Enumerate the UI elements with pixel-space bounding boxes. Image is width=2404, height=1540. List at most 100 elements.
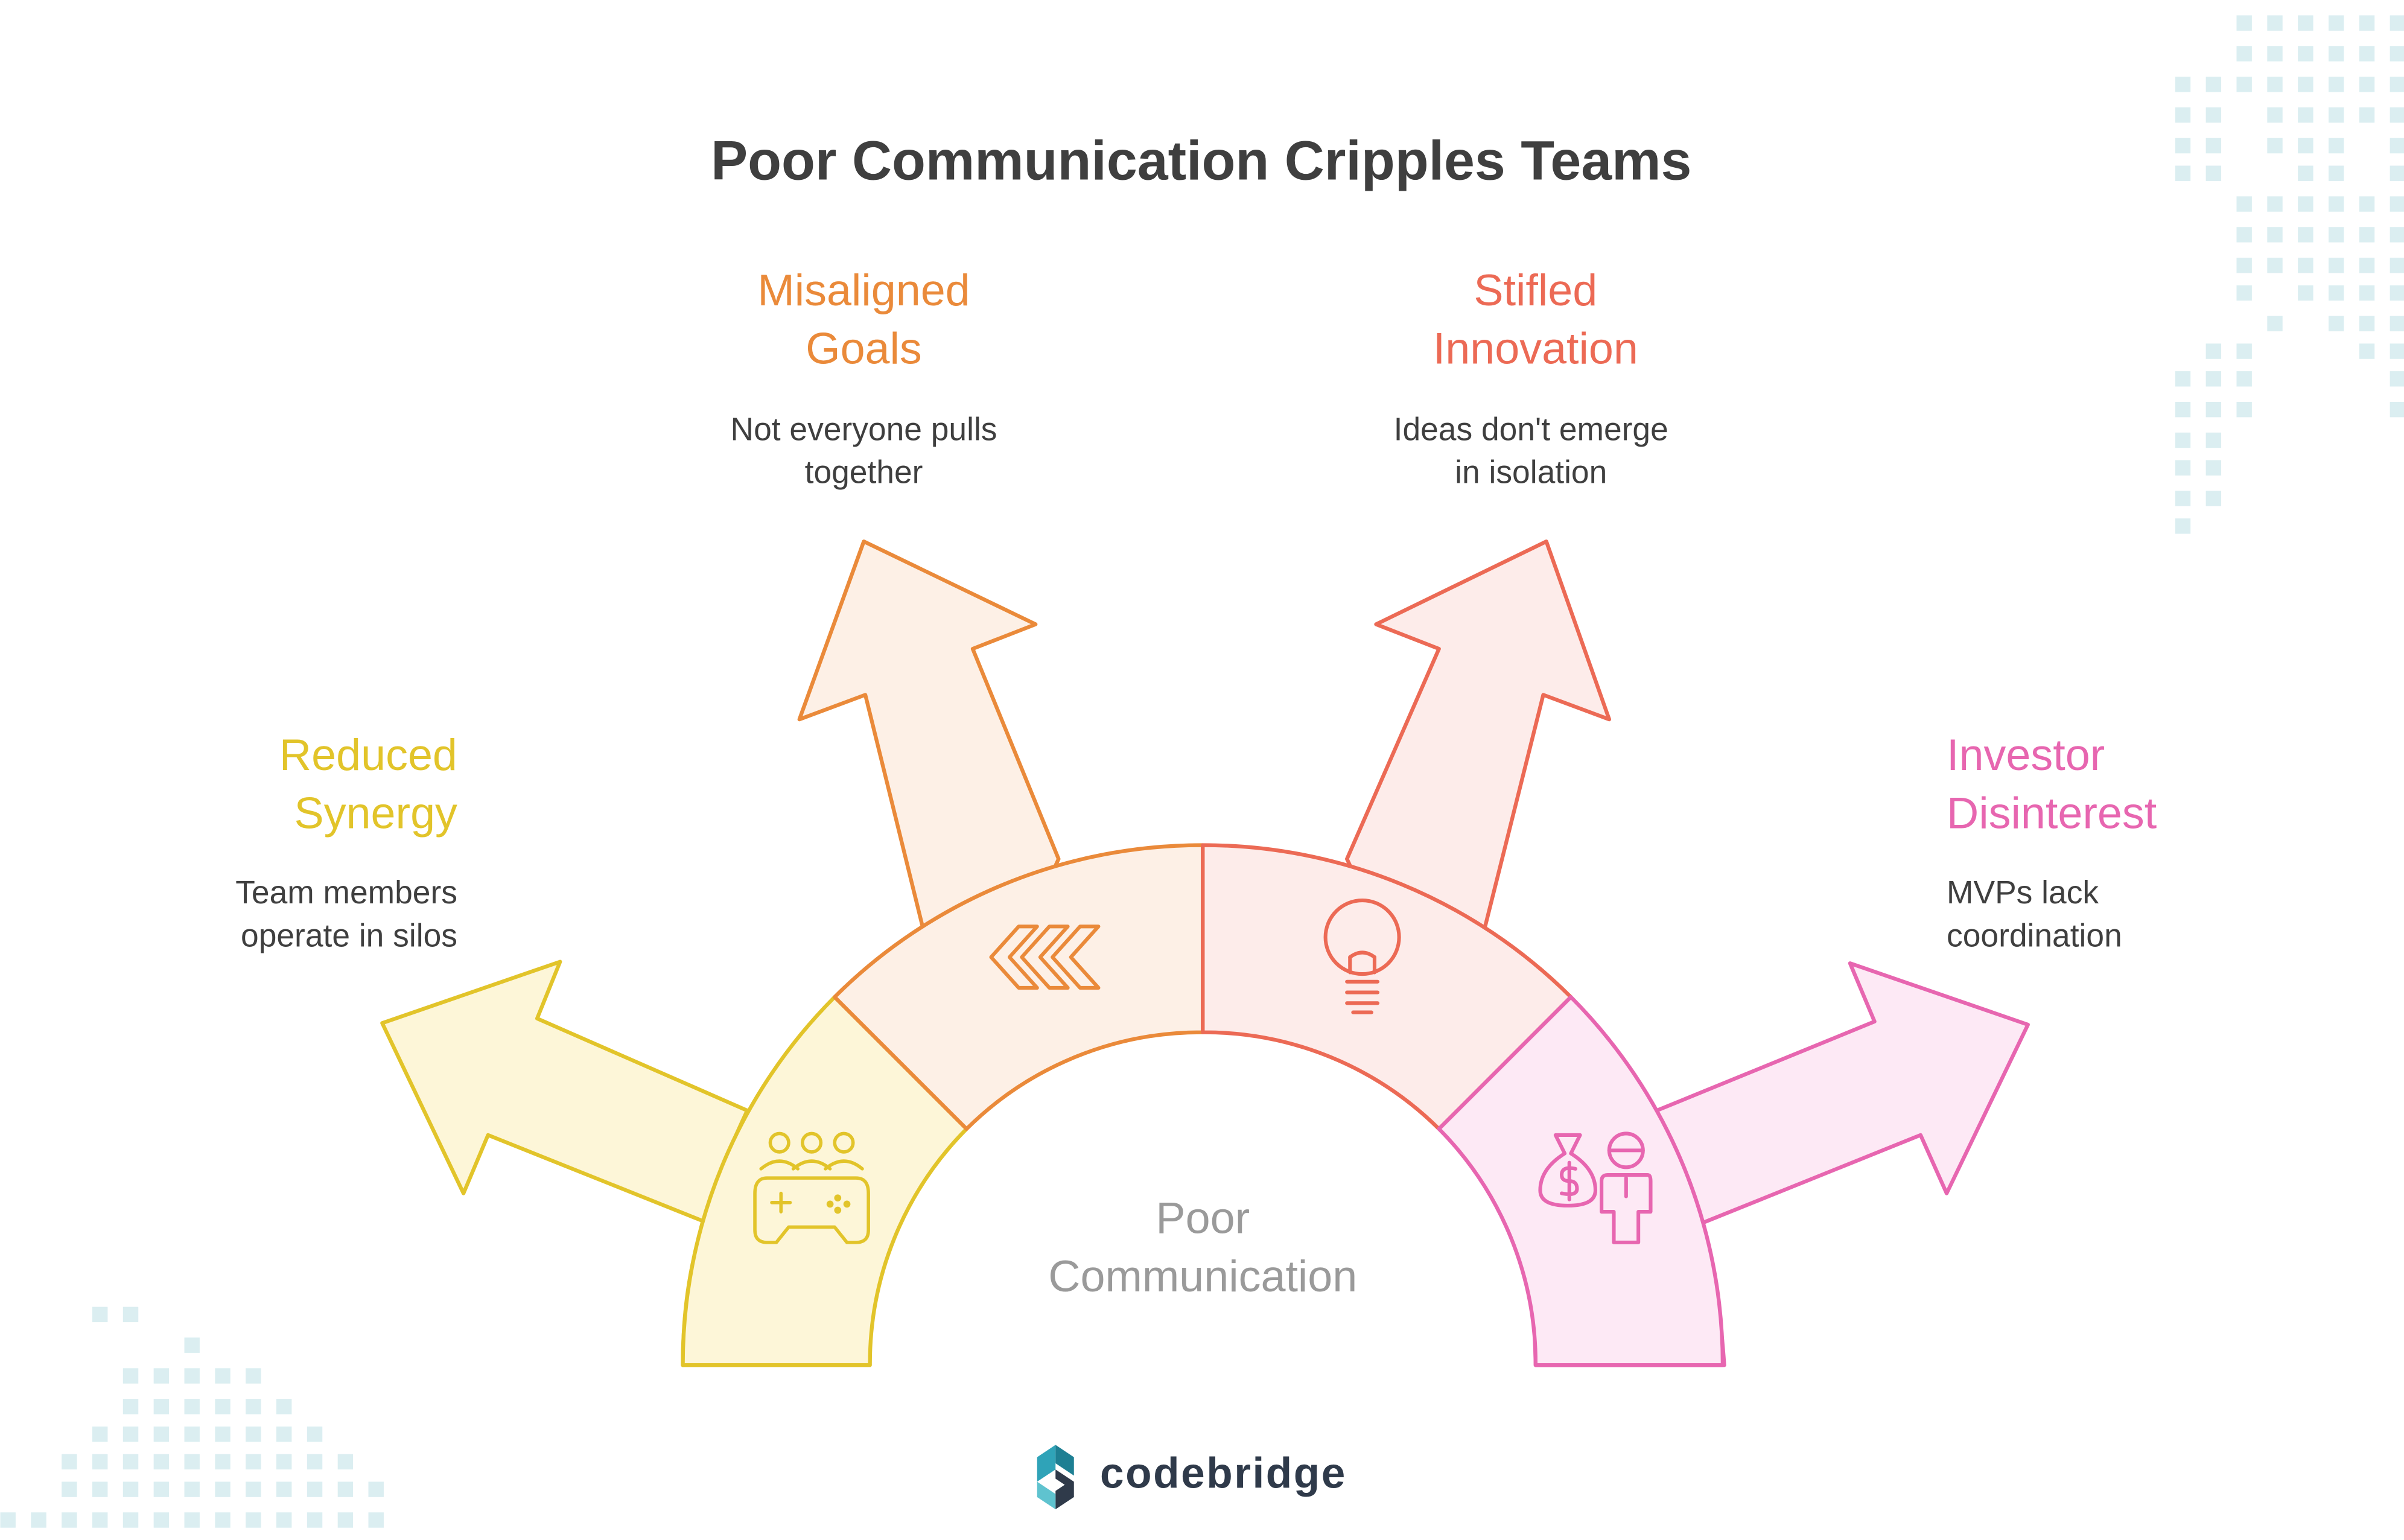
decorative-dot bbox=[215, 1426, 231, 1442]
decorative-dot bbox=[246, 1399, 261, 1414]
decorative-dot bbox=[184, 1399, 200, 1414]
decorative-dot bbox=[2236, 46, 2252, 62]
decorative-dot bbox=[2267, 77, 2283, 92]
reduced-synergy-desc-line1: Team members bbox=[235, 875, 457, 911]
decorative-dot bbox=[246, 1426, 261, 1442]
decorative-dot bbox=[2298, 227, 2313, 243]
decorative-dot bbox=[2267, 196, 2283, 212]
decorative-dot bbox=[2359, 285, 2375, 301]
codebridge-logo: codebridge bbox=[1037, 1445, 1347, 1510]
lightbulb-icon bbox=[1323, 899, 1401, 1014]
decorative-dot bbox=[2390, 107, 2404, 123]
decorative-dot bbox=[2175, 138, 2191, 154]
decorative-dot bbox=[307, 1481, 323, 1497]
misaligned-goals-desc-line1: Not everyone pulls bbox=[731, 412, 997, 448]
decorative-dot bbox=[2328, 285, 2344, 301]
decorative-dot bbox=[62, 1512, 77, 1528]
reduced-synergy-title-line2: Synergy bbox=[294, 788, 458, 838]
decorative-dot bbox=[2267, 227, 2283, 243]
decorative-dot bbox=[2205, 138, 2222, 154]
decorative-dot bbox=[2205, 107, 2222, 123]
branch-misaligned-goals: Misaligned Goals Not everyone pulls toge… bbox=[731, 265, 1205, 1131]
decorative-dot bbox=[276, 1454, 292, 1470]
decorative-dot bbox=[2236, 227, 2252, 243]
decorative-dot bbox=[2328, 227, 2344, 243]
center-label-line1: Poor bbox=[1156, 1193, 1250, 1243]
decorative-dot bbox=[2328, 316, 2344, 332]
decorative-dot bbox=[2267, 107, 2283, 123]
decorative-dot bbox=[184, 1337, 200, 1353]
investor-disinterest-desc-line1: MVPs lack bbox=[1947, 875, 2099, 911]
decorative-dot bbox=[2236, 77, 2252, 92]
decorative-dot bbox=[2390, 196, 2404, 212]
misaligned-goals-title-line2: Goals bbox=[806, 323, 922, 373]
decorative-dot bbox=[2205, 460, 2222, 476]
decorative-dot bbox=[2328, 107, 2344, 123]
decorative-dot bbox=[2267, 258, 2283, 273]
decorative-dot bbox=[307, 1454, 323, 1470]
branch-stifled-innovation: Stifled Innovation Ideas don't emerge in… bbox=[1201, 265, 1668, 1131]
stifled-innovation-title-line2: Innovation bbox=[1433, 323, 1638, 373]
decorative-dot bbox=[2390, 46, 2404, 62]
decorative-dot bbox=[215, 1368, 231, 1384]
decorative-dot bbox=[2175, 77, 2191, 92]
decorative-dot bbox=[2328, 258, 2344, 273]
stifled-innovation-segment bbox=[1201, 843, 1573, 1131]
decorative-dot bbox=[2328, 196, 2344, 212]
decorative-dot bbox=[2390, 138, 2404, 154]
page-title: Poor Communication Cripples Teams bbox=[711, 130, 1691, 191]
decorative-dot bbox=[2175, 432, 2191, 448]
double-chevron-left-icon bbox=[989, 924, 1101, 990]
decorative-dot bbox=[2175, 460, 2191, 476]
decorative-dot bbox=[368, 1481, 384, 1497]
reduced-synergy-desc-line2: operate in silos bbox=[241, 918, 457, 953]
decorative-dot bbox=[2236, 401, 2252, 418]
decorative-dot bbox=[2175, 491, 2191, 506]
brand-name: codebridge bbox=[1100, 1450, 1347, 1498]
codebridge-logo-icon bbox=[1037, 1445, 1074, 1510]
decorative-dot bbox=[2359, 227, 2375, 243]
decorative-dot bbox=[2236, 15, 2252, 31]
decorative-dot bbox=[2175, 107, 2191, 123]
decorative-dot bbox=[184, 1512, 200, 1528]
decorative-dot bbox=[215, 1512, 231, 1528]
money-bag-investor-icon bbox=[1538, 1131, 1653, 1244]
stifled-innovation-desc-line1: Ideas don't emerge bbox=[1394, 412, 1668, 448]
decorative-dot bbox=[337, 1454, 354, 1470]
stifled-innovation-title-line1: Stifled bbox=[1474, 265, 1597, 315]
decorative-dot bbox=[2175, 518, 2191, 534]
decorative-dot bbox=[307, 1426, 323, 1442]
decorative-dot bbox=[122, 1481, 139, 1497]
decorative-dot bbox=[122, 1399, 139, 1414]
decorative-dot bbox=[2175, 371, 2191, 387]
decorative-dot bbox=[92, 1306, 108, 1323]
decorative-dot bbox=[2390, 343, 2404, 359]
investor-disinterest-title-line2: Disinterest bbox=[1947, 788, 2157, 838]
decorative-dot bbox=[2390, 165, 2404, 181]
decorative-dot bbox=[153, 1481, 170, 1497]
stifled-innovation-desc-line2: in isolation bbox=[1455, 455, 1607, 491]
decorative-dot bbox=[2236, 371, 2252, 387]
decorative-dot bbox=[184, 1454, 200, 1470]
decorative-dot bbox=[122, 1454, 139, 1470]
decorative-dot bbox=[184, 1426, 200, 1442]
decorative-dot bbox=[2205, 343, 2222, 359]
decorative-dot bbox=[2390, 285, 2404, 301]
decorative-dot bbox=[2267, 46, 2283, 62]
decorative-dot bbox=[2359, 46, 2375, 62]
decorative-dot bbox=[153, 1399, 170, 1414]
decorative-dot bbox=[153, 1454, 170, 1470]
decorative-dot bbox=[2236, 196, 2252, 212]
decorative-dot bbox=[31, 1512, 46, 1528]
decorative-dot bbox=[2298, 285, 2313, 301]
decorative-dot bbox=[92, 1454, 108, 1470]
decorative-dot bbox=[2267, 316, 2283, 332]
decorative-dot bbox=[2298, 15, 2313, 31]
decorative-dot bbox=[276, 1481, 292, 1497]
decorative-dot bbox=[215, 1454, 231, 1470]
decorative-dot bbox=[122, 1306, 139, 1323]
decorative-dot bbox=[2359, 258, 2375, 273]
decorative-dot bbox=[122, 1426, 139, 1442]
decorative-dot bbox=[2328, 165, 2344, 181]
investor-disinterest-desc-line2: coordination bbox=[1947, 918, 2122, 953]
